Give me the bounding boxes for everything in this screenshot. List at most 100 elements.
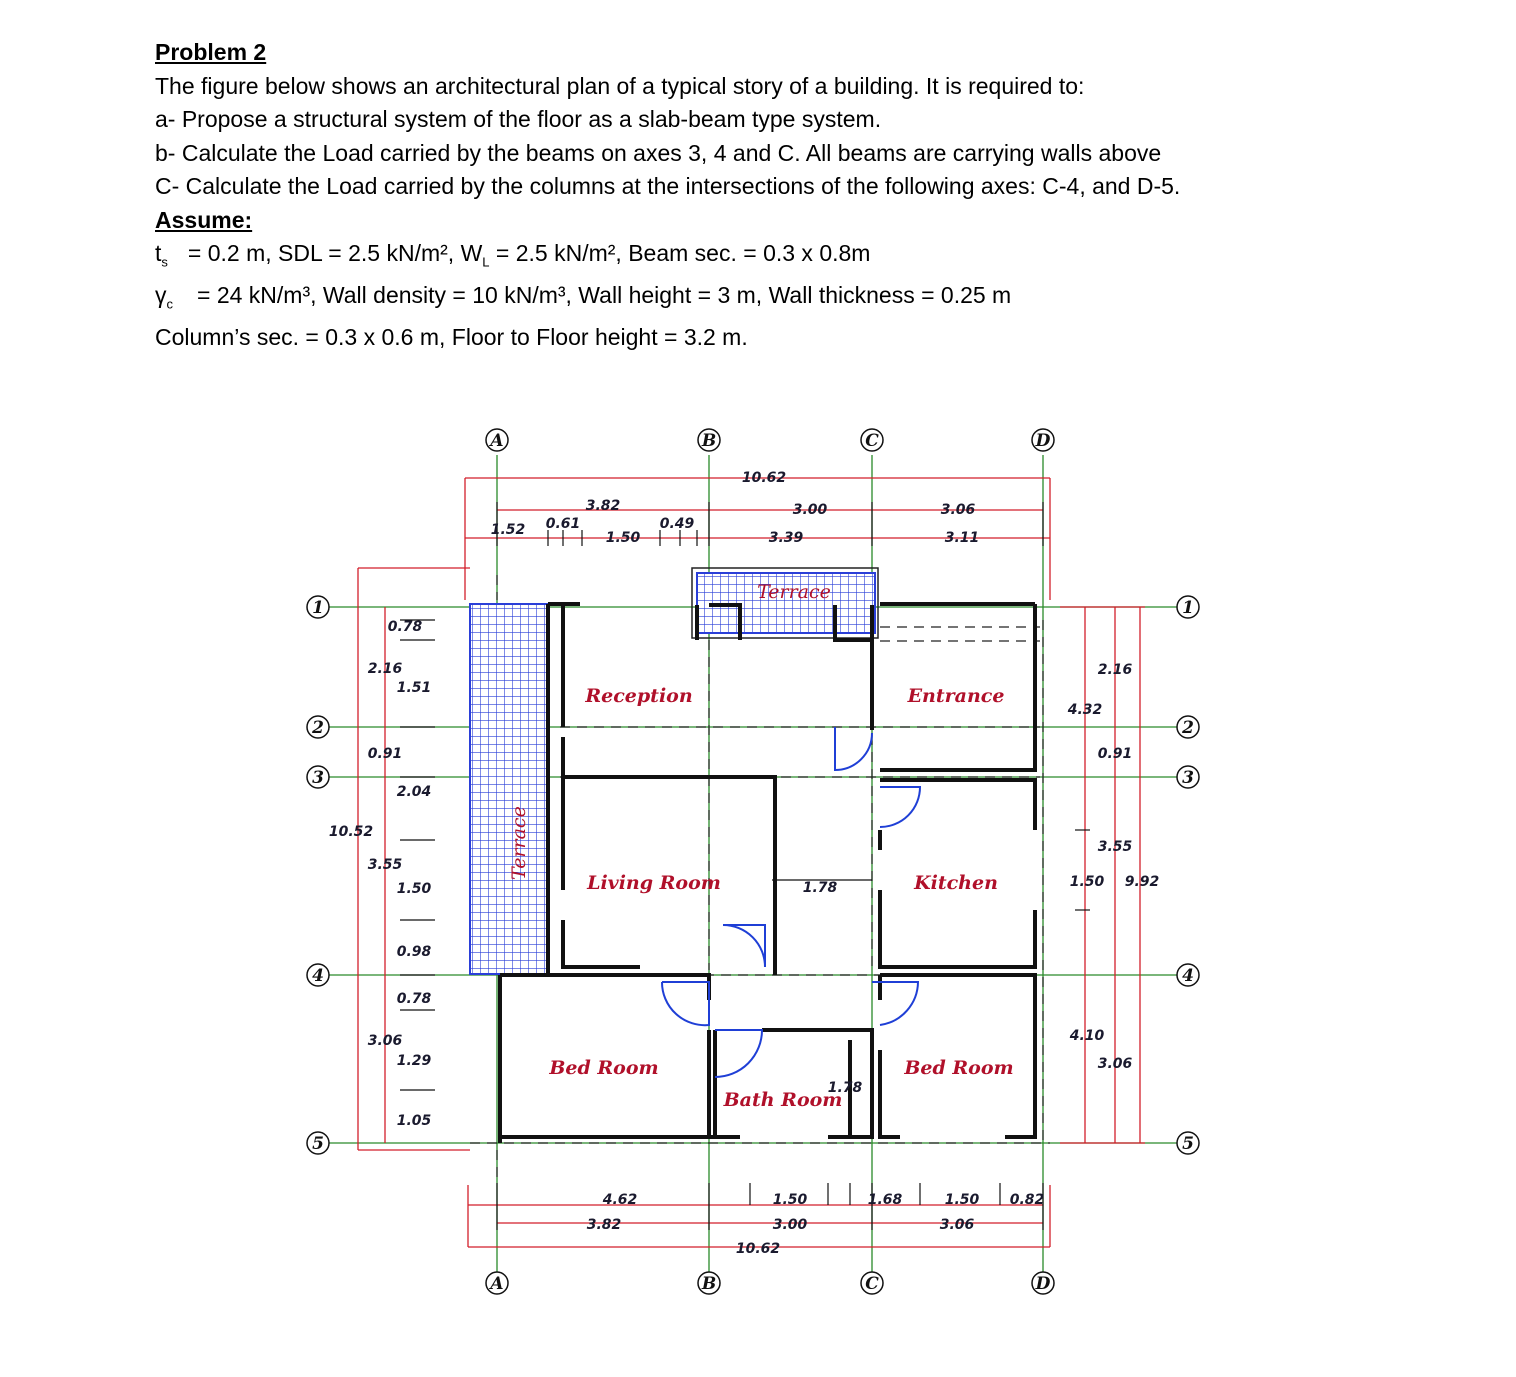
requirement-b: b- Calculate the Load carried by the bea…: [155, 139, 1162, 166]
axis-3-left: 3: [306, 765, 330, 789]
dim-inner-178a: 1.78: [803, 880, 838, 896]
dim-top-150: 1.50: [606, 530, 641, 546]
dim-bottom-462: 4.62: [602, 1192, 638, 1208]
requirement-c: C- Calculate the Load carried by the col…: [155, 173, 1181, 199]
room-reception: Reception: [584, 685, 692, 707]
dimension-lines: [357, 477, 1145, 1248]
room-bed-1: Bed Room: [548, 1057, 658, 1079]
assume-line-2-text: = 24 kN/m³, Wall density = 10 kN/m³, Wal…: [197, 282, 1012, 309]
slab-thickness-symbol: t: [155, 240, 162, 266]
dim-bottom-082: 0.82: [1010, 1192, 1045, 1208]
axis-5-left: 5: [306, 1131, 330, 1155]
axis-a-top: A: [485, 428, 509, 452]
concrete-subscript: c: [166, 296, 174, 312]
axis-d-top: D: [1031, 428, 1055, 452]
dim-left-216: 2.16: [368, 661, 403, 677]
assume-line-3: Column’s sec. = 0.3 x 0.6 m, Floor to Fl…: [155, 324, 748, 351]
axis-4-right: 4: [1176, 963, 1200, 987]
terrace-left-label: Terrace: [508, 806, 530, 880]
assume-heading: Assume:: [155, 206, 253, 233]
axis-a-bottom: A: [485, 1271, 509, 1295]
dim-top-061: 0.61: [546, 516, 581, 532]
axis-d-bottom: D: [1031, 1271, 1055, 1295]
doors: [660, 727, 922, 1078]
dim-top-overall: 10.62: [742, 470, 786, 486]
dim-left-098: 0.98: [397, 944, 432, 960]
axis-2-right: 2: [1176, 715, 1200, 739]
door-kitchen: [879, 786, 922, 828]
requirement-a: a- Propose a structural system of the fl…: [155, 106, 882, 132]
dim-top-cd: 3.06: [941, 502, 976, 518]
room-bed-2: Bed Room: [903, 1057, 1013, 1079]
axis-c-bottom: C: [860, 1271, 884, 1295]
svg-text:3: 3: [312, 768, 324, 788]
dim-right-306: 3.06: [1098, 1056, 1133, 1072]
dim-left-150: 1.50: [397, 881, 432, 897]
svg-text:4: 4: [312, 966, 324, 986]
assume-line-1-text: = 0.2 m, SDL = 2.5 kN/m², W: [187, 240, 483, 266]
svg-text:D: D: [1035, 1274, 1051, 1294]
axis-c-top: C: [860, 428, 884, 452]
dim-top-ab: 3.82: [586, 498, 621, 514]
svg-text:3: 3: [1182, 768, 1194, 788]
room-labels: Reception Entrance Living Room Kitchen B…: [508, 581, 1014, 1111]
dim-left-078a: 0.78: [388, 619, 423, 635]
axis-1-right: 1: [1176, 595, 1200, 619]
dim-left-306: 3.06: [368, 1033, 403, 1049]
room-entrance: Entrance: [907, 685, 1005, 707]
dim-top-339: 3.39: [769, 530, 804, 546]
problem-title: Problem 2: [155, 39, 267, 65]
dim-bottom-306: 3.06: [940, 1217, 975, 1233]
axis-b-bottom: B: [697, 1271, 721, 1295]
dim-top-152: 1.52: [491, 522, 526, 538]
room-kitchen: Kitchen: [913, 872, 998, 894]
dim-bottom-150a: 1.50: [773, 1192, 808, 1208]
svg-text:D: D: [1035, 431, 1051, 451]
live-load-subscript: L: [482, 254, 490, 270]
dim-bottom-150b: 1.50: [945, 1192, 980, 1208]
dim-top-bc: 3.00: [793, 502, 828, 518]
svg-text:5: 5: [1182, 1134, 1194, 1154]
dim-left-1052: 10.52: [329, 824, 373, 840]
dim-right-091: 0.91: [1098, 746, 1133, 762]
dimension-labels: 10.62 3.82 3.00 3.06 1.52 0.61 1.50 0.49…: [329, 470, 1159, 1257]
assume-line-1: ts= 0.2 m, SDL = 2.5 kN/m², WL = 2.5 kN/…: [155, 237, 1455, 279]
dim-bottom-382: 3.82: [587, 1217, 622, 1233]
dim-right-410: 4.10: [1069, 1028, 1105, 1044]
door-bed2: [872, 981, 920, 1026]
axis-bubbles: A B C D A B C D 1 2 3 4 5 1 2 3 4 5: [306, 428, 1200, 1295]
problem-text: Problem 2 The figure below shows an arch…: [155, 36, 1455, 355]
dim-left-078b: 0.78: [397, 991, 432, 1007]
dim-right-992: 9.92: [1125, 874, 1160, 890]
dim-left-091: 0.91: [368, 746, 403, 762]
room-living: Living Room: [586, 872, 721, 894]
dimension-ticks: [400, 502, 1090, 1230]
dim-top-049: 0.49: [660, 516, 695, 532]
dim-left-151: 1.51: [397, 680, 432, 696]
door-entrance: [834, 727, 873, 772]
dim-right-150: 1.50: [1070, 874, 1105, 890]
walls: [498, 602, 1037, 1143]
dim-right-216: 2.16: [1098, 662, 1133, 678]
svg-text:4: 4: [1182, 966, 1194, 986]
terrace-left: [469, 603, 549, 975]
assume-line-1-text-2: = 2.5 kN/m², Beam sec. = 0.3 x 0.8m: [495, 240, 871, 266]
door-living: [722, 924, 766, 968]
dim-right-432: 4.32: [1067, 702, 1103, 718]
svg-text:A: A: [488, 431, 503, 451]
dim-left-105: 1.05: [397, 1113, 432, 1129]
axis-5-right: 5: [1176, 1131, 1200, 1155]
dim-inner-178b: 1.78: [828, 1080, 863, 1096]
problem-intro: The figure below shows an architectural …: [155, 72, 1085, 99]
dim-left-129: 1.29: [397, 1053, 432, 1069]
svg-text:1: 1: [1182, 598, 1194, 618]
axis-4-left: 4: [306, 963, 330, 987]
door-bath: [714, 1029, 764, 1078]
dim-bottom-168: 1.68: [868, 1192, 903, 1208]
svg-text:B: B: [701, 431, 716, 451]
svg-text:A: A: [488, 1274, 503, 1294]
dim-bottom-overall: 10.62: [736, 1241, 780, 1257]
assume-line-2: γc= 24 kN/m³, Wall density = 10 kN/m³, W…: [155, 279, 1455, 321]
dim-bottom-300: 3.00: [773, 1217, 808, 1233]
